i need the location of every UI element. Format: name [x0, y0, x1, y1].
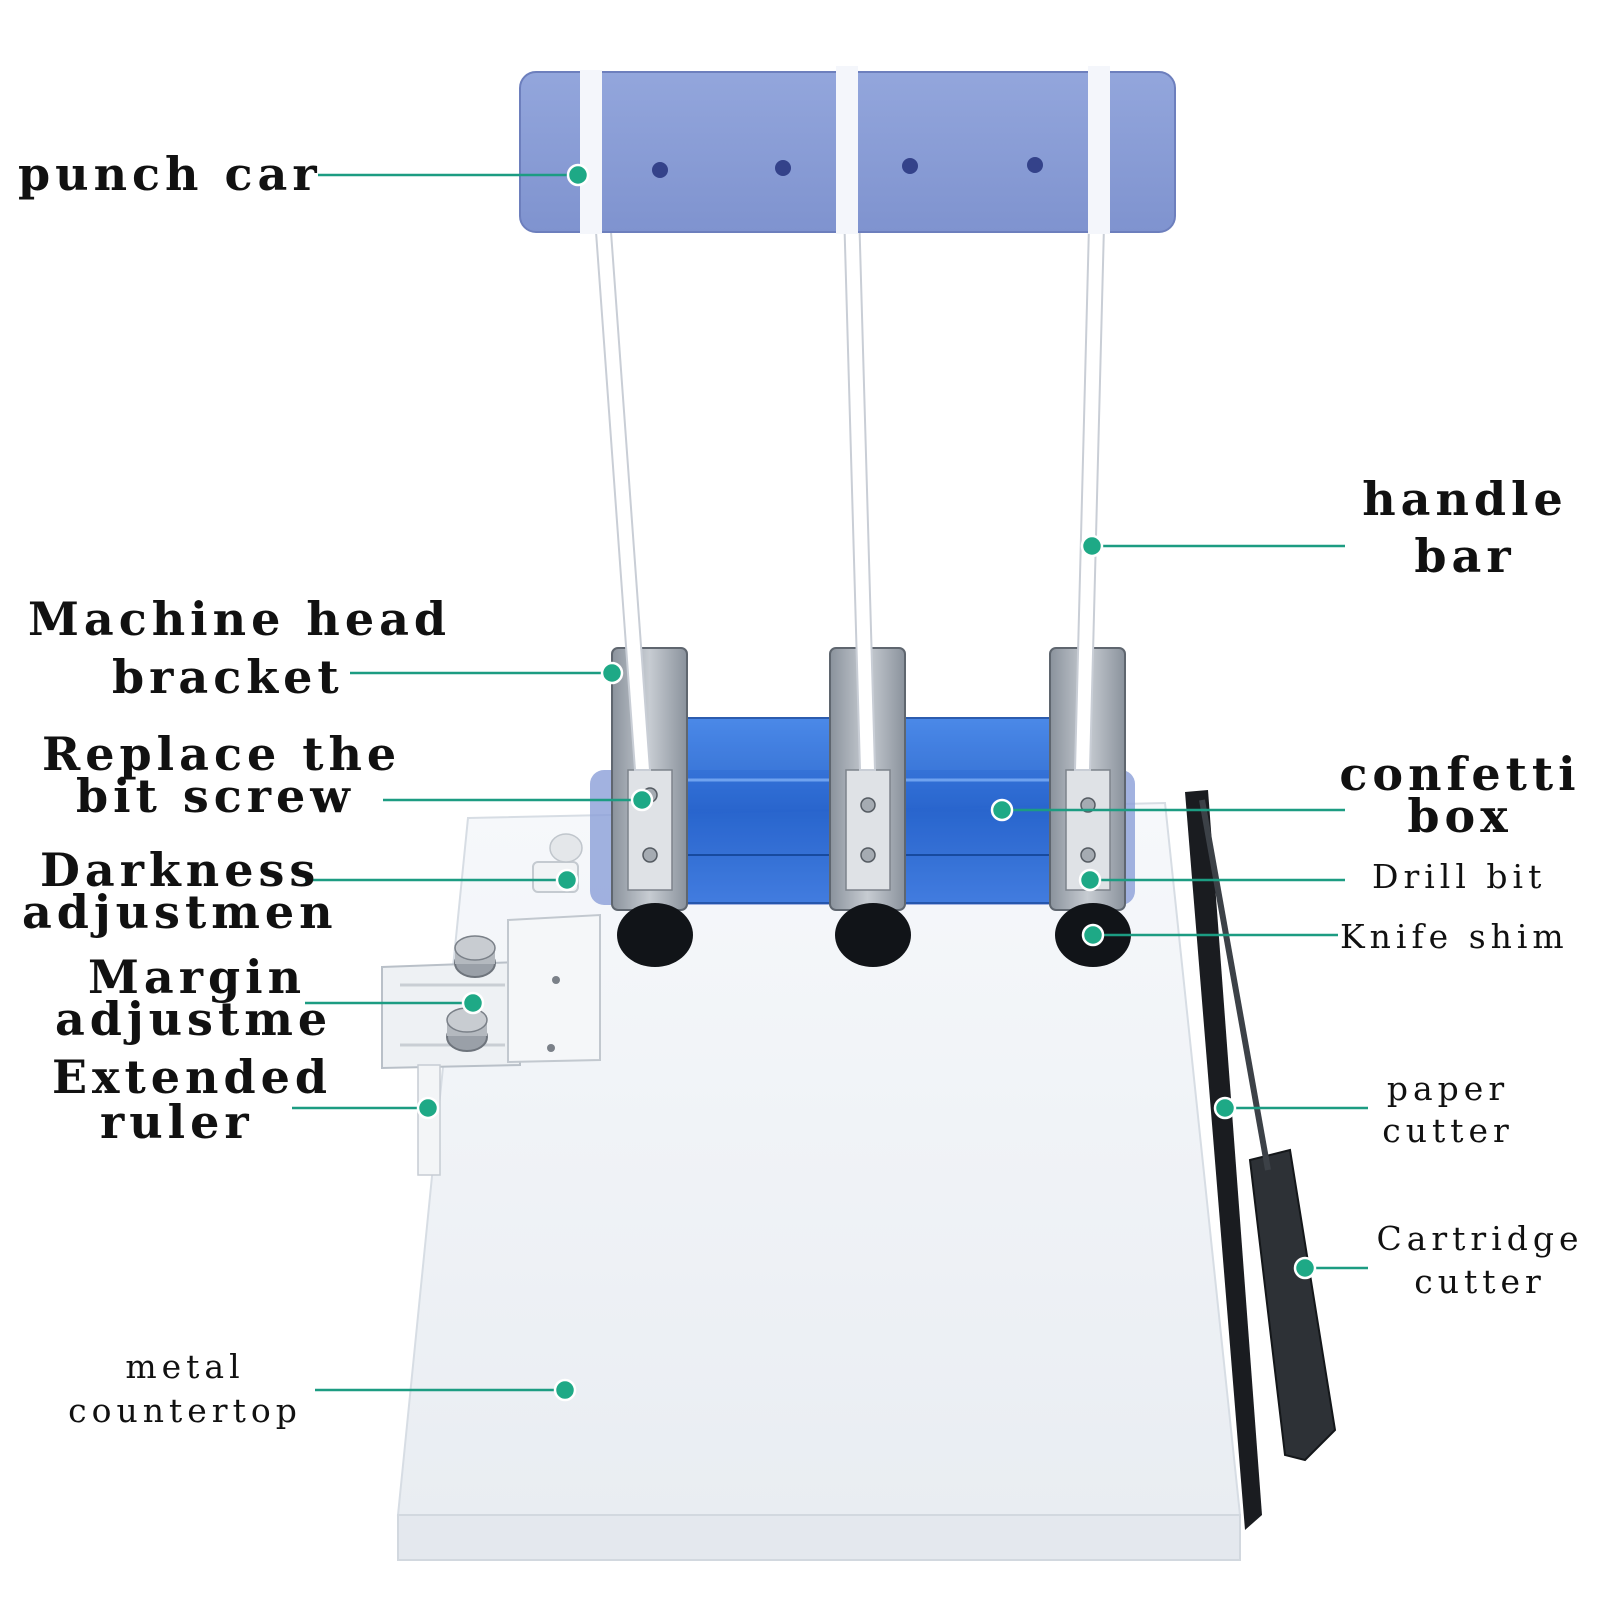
- label-margin-adjustment-line1: Margin: [88, 950, 306, 1004]
- dot-margin-adjustment: [461, 991, 485, 1015]
- label-machine-head-bracket-line1: Machine head: [28, 592, 451, 646]
- label-knife-shim: Knife shim: [1340, 917, 1569, 956]
- label-replace-bit-screw-line1: Replace the: [42, 727, 401, 781]
- dot-handle-bar: [1080, 534, 1104, 558]
- dot-knife-shim: [1081, 923, 1105, 947]
- label-paper-cutter-line1: paper: [1387, 1069, 1509, 1108]
- machine-illustration: [381, 66, 1337, 1561]
- dot-extended-ruler: [416, 1096, 440, 1120]
- dot-replace-bit-screw: [630, 788, 654, 812]
- margin-bracket-shape: [446, 913, 601, 1064]
- label-handle-bar-line2: bar: [1414, 529, 1515, 583]
- dot-cartridge-cutter: [1293, 1256, 1317, 1280]
- label-darkness-adjustment-line2: adjustmen: [22, 885, 338, 939]
- dot-machine-head-bracket: [600, 661, 624, 685]
- label-metal-countertop-line1: metal: [125, 1347, 244, 1386]
- label-replace-bit-screw-line2: bit screw: [76, 769, 355, 823]
- label-extended-ruler-line1: Extended: [52, 1050, 332, 1104]
- label-metal-countertop-line2: countertop: [68, 1391, 302, 1430]
- label-cartridge-cutter-line1: Cartridge: [1376, 1219, 1583, 1258]
- label-punch-car: punch car: [18, 147, 322, 201]
- label-paper-cutter-line2: cutter: [1382, 1111, 1514, 1150]
- dot-drill-bit: [1078, 868, 1102, 892]
- label-darkness-adjustment-line1: Darkness: [40, 843, 320, 897]
- label-confetti-box-line2: box: [1407, 789, 1512, 843]
- label-handle-bar-line1: handle: [1362, 472, 1568, 526]
- label-confetti-box-line1: confetti: [1339, 747, 1580, 801]
- leader-lines: [292, 163, 1368, 1402]
- label-margin-adjustment-line2: adjustme: [55, 992, 332, 1046]
- labels: punch car handle bar Machine head bracke…: [18, 147, 1583, 1430]
- punch-car-shape: [519, 66, 1176, 234]
- label-machine-head-bracket-line2: bracket: [112, 650, 344, 704]
- dot-confetti-box: [990, 798, 1014, 822]
- dot-darkness-adjustment: [555, 868, 579, 892]
- dot-metal-countertop: [553, 1378, 577, 1402]
- label-cartridge-cutter-line2: cutter: [1414, 1262, 1546, 1301]
- label-extended-ruler-line2: ruler: [100, 1095, 254, 1149]
- dot-punch-car: [566, 163, 590, 187]
- metal-countertop-shape: [396, 801, 1242, 1561]
- dot-paper-cutter: [1213, 1096, 1237, 1120]
- label-drill-bit: Drill bit: [1372, 857, 1546, 896]
